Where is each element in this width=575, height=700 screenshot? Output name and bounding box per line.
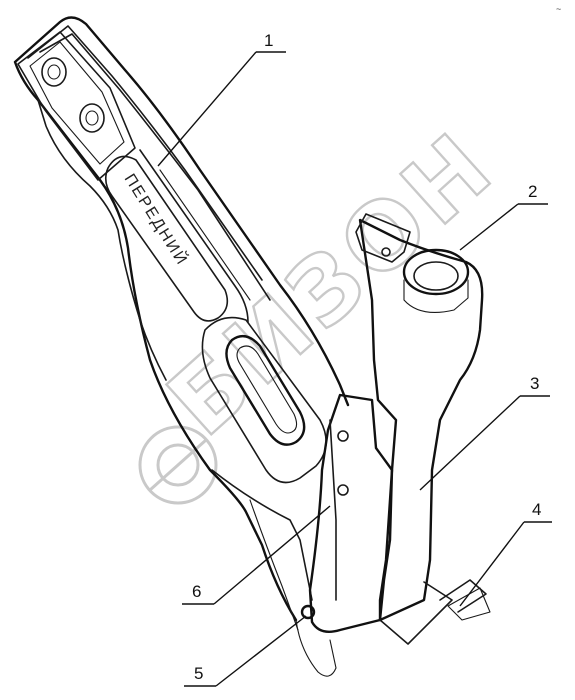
- flat-plate: [308, 393, 394, 633]
- tube-opening: [402, 248, 470, 313]
- arm-top-ridge-2: [39, 33, 271, 301]
- slot-pocket: [201, 316, 327, 484]
- plate-fold: [329, 419, 337, 601]
- bracket-outline: [13, 16, 350, 622]
- clamp-tab: [355, 213, 411, 263]
- watermark-text: БИЗОН: [148, 111, 515, 457]
- callout-label-2: 2: [528, 182, 537, 201]
- callout-2: 2: [459, 182, 548, 251]
- watermark-logo: [138, 425, 218, 505]
- callout-label-3: 3: [530, 374, 539, 393]
- clamp-screw: [381, 247, 391, 257]
- plate-hole-2: [337, 484, 349, 496]
- end-flange: [17, 31, 136, 181]
- callout-label-6: 6: [192, 582, 201, 601]
- blade-tip: [295, 619, 337, 677]
- callout-label-4: 4: [532, 500, 541, 519]
- callout-1: 1: [157, 31, 286, 167]
- callout-5: 5: [184, 615, 307, 687]
- callout-4: 4: [459, 500, 552, 607]
- lower-blade: [211, 469, 313, 601]
- callout-label-5: 5: [194, 664, 203, 683]
- bottom-flange: [379, 581, 453, 645]
- arm-rib-1: [139, 149, 249, 323]
- arm-lower-edge: [37, 99, 167, 381]
- mounting-hole-upper: [41, 57, 67, 87]
- arm-rib-2: [159, 169, 251, 301]
- lower-blade-edge: [249, 499, 299, 631]
- watermark: БИЗОН: [138, 110, 516, 505]
- tube-plate: [300, 213, 484, 645]
- oblong-slot: [225, 334, 306, 446]
- plate-hole-1: [337, 430, 349, 442]
- part-marking-text: ПЕРЕДНИЙ: [121, 170, 193, 269]
- label-recess: [104, 155, 229, 322]
- mounting-hole-lower: [79, 103, 105, 133]
- arm-top-ridge-1: [27, 25, 263, 281]
- callout-label-1: 1: [264, 31, 273, 50]
- corner-mark: ~: [556, 4, 561, 14]
- callout-3: 3: [419, 374, 550, 491]
- callout-6: 6: [182, 505, 331, 605]
- end-flange-inner: [29, 41, 125, 165]
- plate-hole-5: [300, 604, 316, 620]
